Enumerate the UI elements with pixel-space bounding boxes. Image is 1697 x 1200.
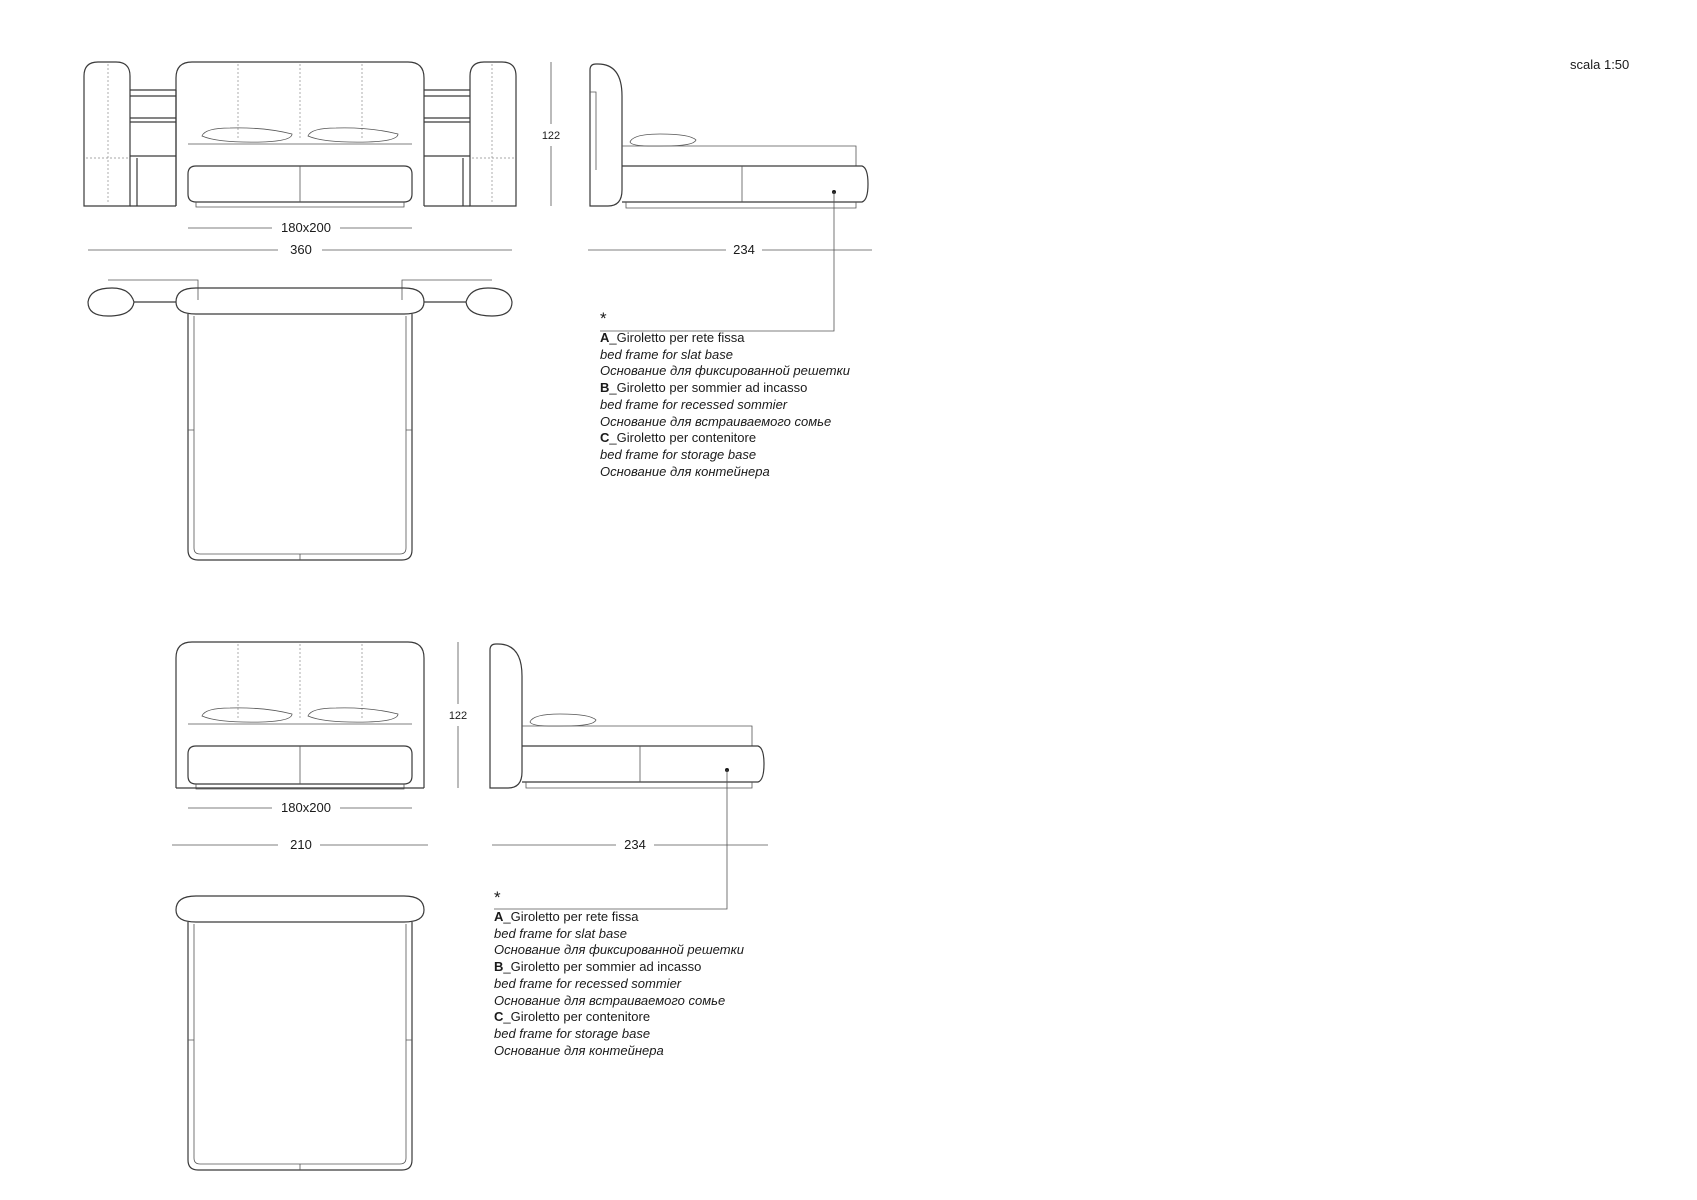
bottom-side-elevation bbox=[489, 643, 765, 910]
top-side-elevation bbox=[589, 63, 869, 332]
note-item-b: B_Giroletto per sommier ad incasso bbox=[494, 959, 702, 975]
note-item-c: C_Giroletto per contenitore bbox=[600, 430, 757, 446]
note-item-b-en: bed frame for recessed sommier bbox=[600, 396, 788, 412]
bottom-front-elevation bbox=[175, 641, 425, 790]
note-item-a: A_Giroletto per rete fissa bbox=[600, 330, 745, 345]
bottom-plan-view bbox=[175, 895, 425, 1171]
asterisk-marker: * bbox=[600, 309, 607, 328]
asterisk-marker: * bbox=[494, 888, 501, 907]
dim-top-height: 122 bbox=[542, 130, 560, 142]
dim-top-total-width: 360 bbox=[290, 242, 312, 257]
note-item-c-en: bed frame for storage base bbox=[600, 446, 757, 462]
top-front-elevation bbox=[83, 61, 517, 208]
note-item-a-ru: Основание для фиксированной решетки bbox=[600, 363, 850, 379]
notes-block-top: * A_Giroletto per rete fissa bed frame f… bbox=[600, 309, 850, 480]
note-item-c-ru: Основание для контейнера bbox=[600, 463, 770, 479]
top-front-dimensions: 180x200 360 122 bbox=[88, 62, 560, 257]
note-item-a-ru: Основание для фиксированной решетки bbox=[494, 942, 744, 958]
note-item-b-en: bed frame for recessed sommier bbox=[494, 975, 682, 991]
note-item-b-ru: Основание для встраиваемого сомье bbox=[494, 992, 726, 1008]
note-item-c: C_Giroletto per contenitore bbox=[494, 1009, 651, 1025]
dim-bottom-mattress: 180x200 bbox=[281, 800, 331, 815]
note-item-a-en: bed frame for slat base bbox=[600, 346, 733, 362]
dim-bottom-height: 122 bbox=[449, 710, 467, 722]
note-item-a: A_Giroletto per rete fissa bbox=[494, 909, 639, 924]
note-item-b-ru: Основание для встраиваемого сомье bbox=[600, 413, 832, 429]
note-item-c-ru: Основание для контейнера bbox=[494, 1042, 664, 1058]
top-plan-view bbox=[87, 279, 513, 561]
bottom-side-dimensions: 234 bbox=[492, 837, 768, 852]
dim-bottom-side-length: 234 bbox=[624, 837, 646, 852]
dim-top-side-length: 234 bbox=[733, 242, 755, 257]
notes-block-bottom: * A_Giroletto per rete fissa bed frame f… bbox=[494, 888, 744, 1059]
note-item-a-en: bed frame for slat base bbox=[494, 925, 627, 941]
dim-bottom-total-width: 210 bbox=[290, 837, 312, 852]
top-side-dimensions: 234 bbox=[588, 242, 872, 257]
note-item-c-en: bed frame for storage base bbox=[494, 1025, 651, 1041]
bottom-front-dimensions: 180x200 210 122 bbox=[172, 642, 467, 852]
dim-top-mattress: 180x200 bbox=[281, 220, 331, 235]
note-item-b: B_Giroletto per sommier ad incasso bbox=[600, 380, 808, 396]
scale-label: scala 1:50 bbox=[1570, 57, 1630, 72]
